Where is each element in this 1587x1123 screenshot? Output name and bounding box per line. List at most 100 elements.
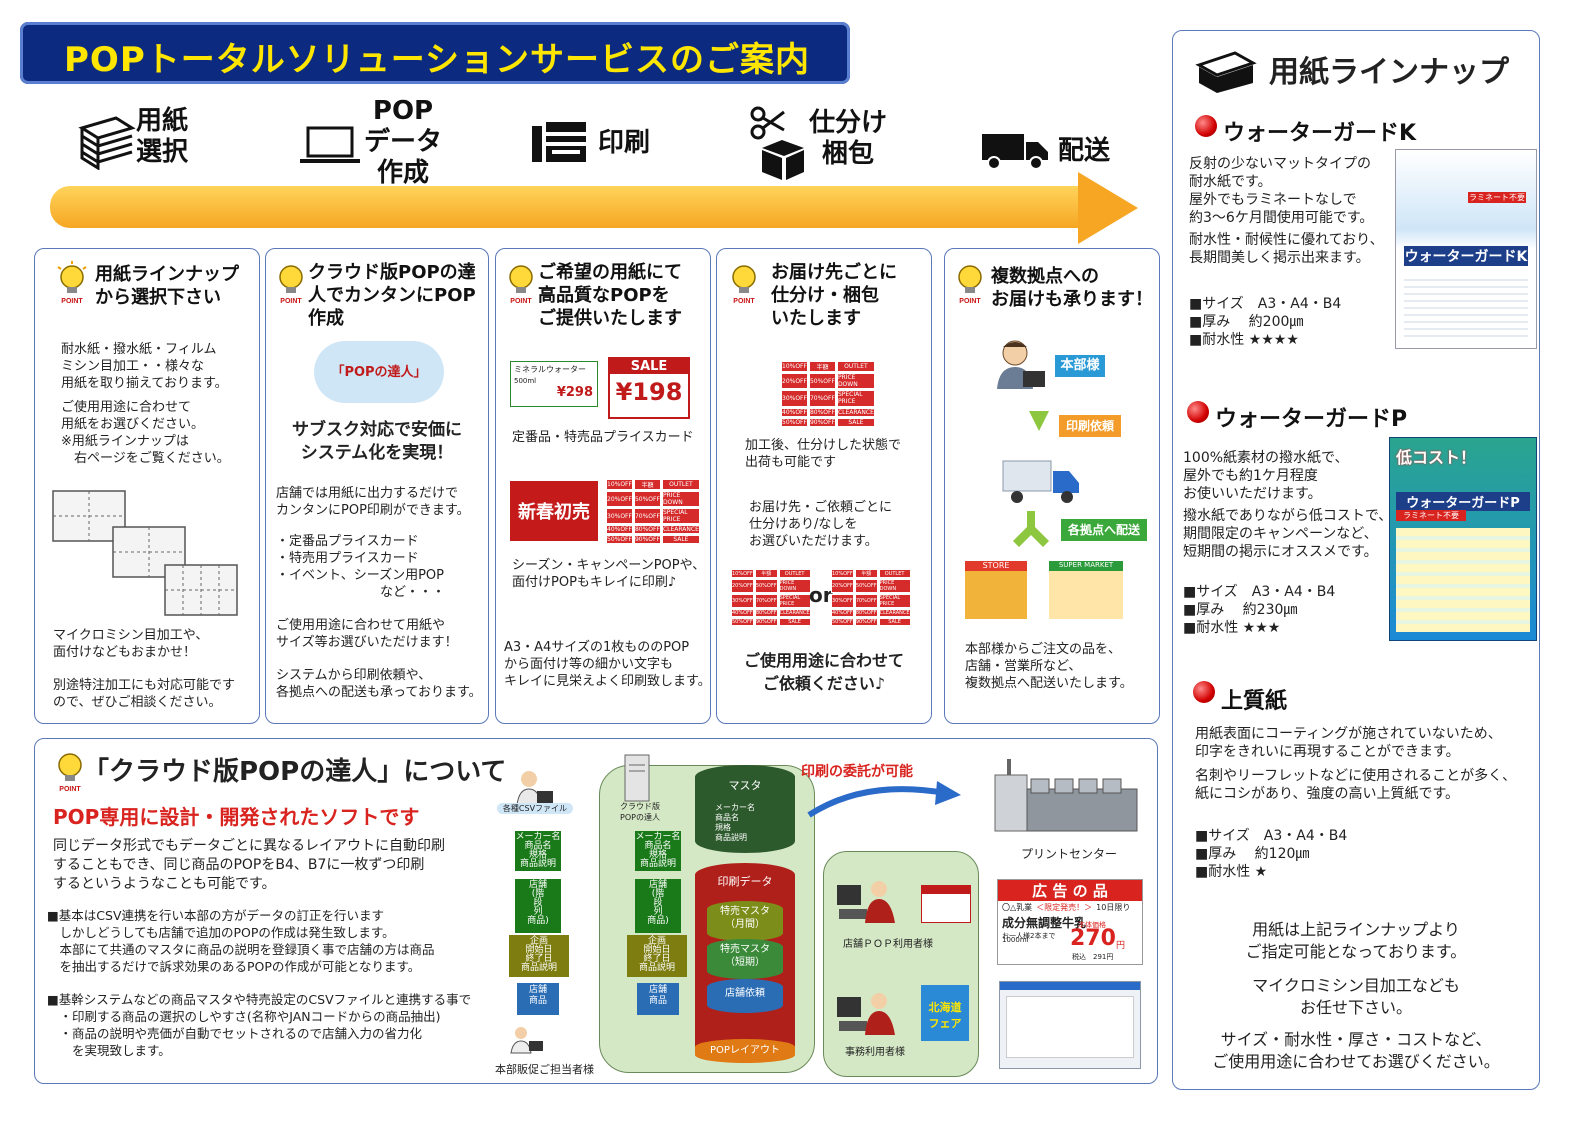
price-tag: 10%OFF [831, 569, 854, 578]
price-tag: SPECIAL PRICE [836, 390, 875, 407]
label-hq: 本部様 [1055, 355, 1105, 377]
bulb-icon: POINT [274, 261, 308, 309]
ad-price-label: 本体価格 [1078, 921, 1106, 929]
card-text: 加工後、仕分けした状態で 出荷も可能です [745, 438, 902, 470]
price-tag: 70%OFF [854, 594, 878, 608]
sale-card: SALE ¥198 [608, 357, 690, 419]
sale-label: SALE [610, 359, 688, 374]
label-distribute: 各拠点へ配送 [1061, 519, 1147, 541]
paper-desc: 名刺やリーフレットなどに使用されることが多く、 紙にコシがあり、強度の高い上質紙… [1195, 768, 1517, 802]
waterguard-k-sample: ラミネート不要 ウォーターガードK [1395, 149, 1537, 349]
price-tag: OUTLET [778, 569, 811, 578]
sample-badge: ラミネート不要 [1396, 510, 1466, 521]
price-tag: 50%OFF [854, 579, 878, 593]
price-card-old-price: ¥298 [556, 385, 593, 400]
step-print: 印刷 [598, 128, 651, 158]
price-tag: 30%OFF [731, 594, 754, 608]
caption: 定番品・特売品プライスカード [512, 430, 694, 445]
special-master-monthly: 特売マスタ （月間） [707, 901, 783, 941]
print-center-label: プリントセンター [1021, 847, 1118, 861]
step-pop-data: POP データ 作成 [363, 96, 442, 188]
paper-desc: 耐水性・耐候性に優れており、 長期間美しく掲示出来ます。 [1189, 232, 1384, 266]
data-block: 店舗 商品 [637, 983, 679, 1015]
price-tag: CLEARANCE [836, 407, 875, 417]
card-text: ご使用用途に合わせて 用紙をお選びください。 ※用紙ラインナップは 右ページをご… [61, 400, 230, 466]
price-tag: CLEARANCE [661, 525, 700, 534]
price-tag: SPECIAL PRICE [878, 594, 911, 608]
ad-price: 270 [1070, 926, 1116, 951]
card-text: マイクロミシン目加工や、 面付けなどもおまかせ！ [53, 628, 209, 660]
card-text: 耐水紙・撥水紙・フィルム ミシン目加工・・様々な 用紙を取り揃えております。 [61, 342, 228, 391]
card-heading: クラウド版POPの達 人でカンタンにPOP 作成 [308, 262, 476, 329]
down-arrow-icon [1029, 411, 1049, 431]
paper-stack-icon [1195, 49, 1257, 93]
price-tag: 70%OFF [754, 594, 778, 608]
price-tag: 半額 [754, 569, 778, 578]
data-block: 店舗 (階 段 列 商品) [515, 879, 561, 933]
price-tag: SALE [878, 618, 911, 626]
bulb-icon: POINT [504, 261, 538, 309]
ad-new: ＜限定発売！＞ [1036, 903, 1093, 912]
price-tag: 50%OFF [808, 373, 836, 390]
price-tag: PRICE DOWN [778, 579, 811, 593]
price-tag: 30%OFF [831, 594, 854, 608]
ad-brand: 〇△乳業 [1002, 903, 1033, 912]
card-heading: ご希望の用紙にて 高品質なPOPを ご提供いたします [538, 262, 682, 329]
store-building-icon: STORE [965, 561, 1027, 619]
paper-desc: 用紙表面にコーティングが施されていないため、 印字をきれいに再現することができま… [1195, 726, 1502, 760]
card-text: お届け先・ご依頼ごとに 仕分けあり/なしを お選びいただけます。 [749, 500, 893, 549]
store-sign: STORE [965, 561, 1027, 570]
price-tag: 50%OFF [606, 535, 633, 544]
card-heading: 用紙ラインナップ から選択下さい [95, 264, 239, 308]
data-block: メーカー名 商品名 規格 商品説明 [515, 831, 561, 871]
price-card-label: ミネラルウォーター [514, 365, 586, 374]
curved-arrow-icon [805, 779, 965, 819]
box-scissors-icon [748, 104, 808, 180]
bulb-icon: POINT [953, 261, 987, 309]
price-tag: CLEARANCE [878, 609, 911, 617]
price-tag: 10%OFF [606, 479, 633, 490]
office-worker-icon [991, 337, 1047, 393]
section-heading: 「クラウド版POPの達人」について [83, 757, 507, 787]
cloud-pc-label: クラウド版 POPの達人 [620, 802, 660, 822]
paper-spec: ■サイズ A3・A4・B4 ■厚み 約120㎛ ■耐水性 ★ [1195, 828, 1348, 880]
special-master-short: 特売マスタ （短期） [707, 939, 783, 979]
data-block: 店舗 商品 [517, 983, 559, 1015]
ad-pop-card: 広 告 の 品 〇△乳業＜限定発売！＞10日限り 成分無調整牛乳 お一人様2本ま… [997, 879, 1143, 965]
price-tag: 40%OFF [781, 407, 808, 417]
ad-title: 広 告 の 品 [998, 880, 1142, 901]
price-tag: 10%OFF [731, 569, 754, 578]
server-icon [623, 753, 651, 803]
step-delivery: 配送 [1058, 136, 1111, 166]
card-text: 本部様からご注文の品を、 店舗・営業所など、 複数拠点へ配送いたします。 [965, 642, 1133, 691]
store-user-icon [835, 879, 897, 925]
paper-desc: 撥水紙でありながら低コストで、 期間限定のキャンペーンなど、 短期間の掲示にオス… [1183, 508, 1393, 560]
label-print-request: 印刷依頼 [1059, 415, 1121, 437]
price-tag: OUTLET [878, 569, 911, 578]
card-cloud-pop: POINT クラウド版POPの達 人でカンタンにPOP 作成 「POPの達人」 … [265, 248, 489, 724]
point-label: POINT [59, 786, 81, 793]
store-user-label: 店舗ＰＯＰ利用者様 [843, 939, 933, 950]
price-tag: 80%OFF [808, 407, 836, 417]
paper-desc: 100%紙素材の撥水紙で、 屋外でも約1ケ月程度 お使いいただけます。 [1183, 450, 1349, 502]
price-tag: OUTLET [661, 479, 700, 490]
pop-layout: POPレイアウト [695, 1039, 795, 1063]
print-data-label: 印刷データ [717, 875, 773, 888]
price-tag: 20%OFF [606, 491, 633, 507]
card-bold-text: サブスク対応で安価に システム化を実現！ [292, 420, 462, 463]
price-tag: 30%OFF [781, 390, 808, 407]
price-tag: 50%OFF [754, 579, 778, 593]
price-tag: 50%OFF [781, 417, 808, 427]
sample-body [1404, 274, 1528, 338]
office-user-label: 事務利用者様 [845, 1047, 905, 1058]
section-subheading: POP専用に設計・開発されたソフトです [53, 805, 420, 829]
card-text: A3・A4サイズの1枚もののPOP から面付け等の細かい文字も キレイに見栄えよ… [504, 640, 711, 689]
price-tag: SALE [836, 417, 875, 427]
laptop-icon [298, 126, 362, 166]
delivery-truck-icon [1001, 457, 1081, 505]
closing-text: 用紙は上記ラインナップより ご指定可能となっております。 [1245, 920, 1467, 961]
section-intro: 同じデータ形式でもデータごとに異なるレイアウトに自動印刷 することもでき、同じ商… [53, 838, 445, 892]
pushpin-icon [1195, 115, 1217, 137]
